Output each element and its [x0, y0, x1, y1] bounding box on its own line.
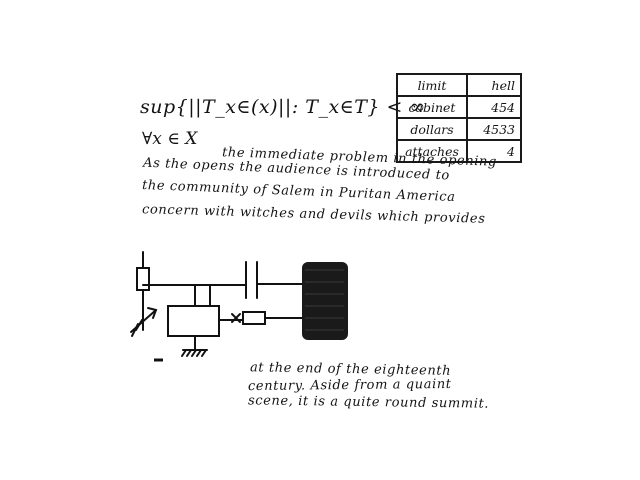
paragraph2-line: century. Aside from a quaint	[247, 376, 452, 395]
table-cell: 4	[466, 139, 522, 163]
cross-mark	[231, 313, 241, 323]
scribble-lines	[305, 269, 344, 331]
table-cell: limit	[396, 73, 468, 97]
table-row: dollars 4533	[396, 117, 522, 141]
table-cell: 454	[466, 95, 522, 119]
variable-arrowhead	[147, 307, 158, 319]
table-row: limit hell	[396, 73, 522, 97]
table-cell: attaches	[396, 139, 468, 163]
table-row: attaches 4	[396, 139, 522, 163]
table-cell: dollars	[396, 117, 468, 141]
handwritten-table: limit hell cabinet 454 dollars 4533 atta…	[396, 73, 522, 163]
formula-for-all: ∀x ∈ X	[142, 129, 198, 149]
scribbled-block	[302, 262, 348, 340]
formula-supremum: sup{||T_x∈(x)||: T_x∈T} < ∞	[140, 96, 426, 118]
component-box	[167, 305, 220, 337]
tick-marks	[131, 319, 143, 337]
resistor-symbol	[242, 311, 266, 325]
resistor-symbol	[136, 267, 150, 291]
table-cell: cabinet	[396, 95, 468, 119]
table-cell: 4533	[466, 117, 522, 141]
ground-hatch	[181, 349, 207, 357]
table-cell: hell	[466, 73, 522, 97]
table-row: cabinet 454	[396, 95, 522, 119]
